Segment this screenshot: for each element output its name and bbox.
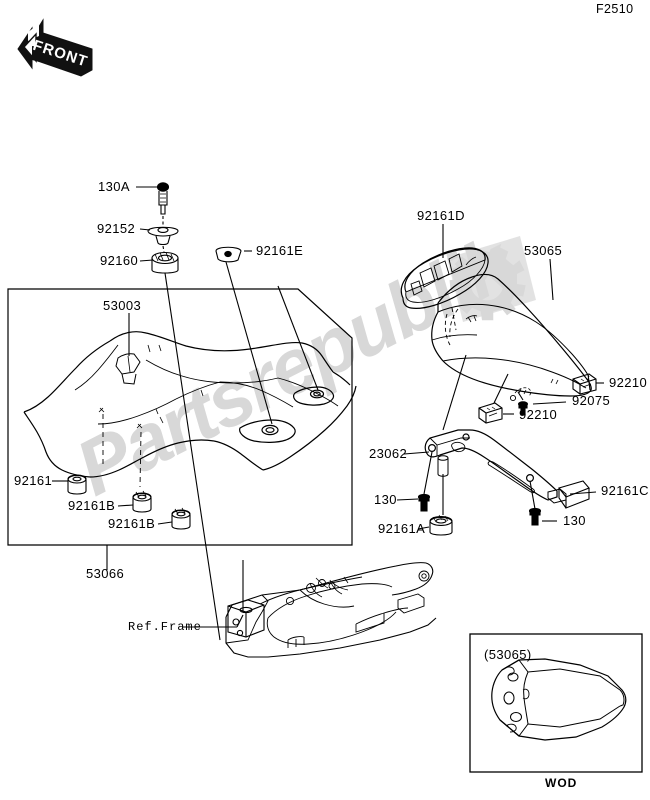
- bracket-23062: [424, 429, 567, 504]
- seat-assembly-group-box: [7, 288, 353, 546]
- callout-92210-1: 92210: [609, 375, 648, 390]
- nut-92210-right: [572, 373, 597, 395]
- inset-seat-cover-underside: [491, 658, 627, 741]
- callout-130A: 130A: [98, 179, 130, 194]
- bolt-130-left: [417, 493, 431, 512]
- rider-seat-53003: [23, 331, 357, 488]
- damper-92161B-1: [132, 490, 152, 513]
- bolt-130A: [156, 182, 170, 215]
- ref-frame-label: Ref.Frame: [128, 620, 202, 634]
- callout-92161B-2: 92161B: [108, 516, 156, 531]
- callout-53065: 53065: [524, 243, 563, 258]
- callout-92161B-1: 92161B: [68, 498, 116, 513]
- callout-92160: 92160: [100, 253, 139, 268]
- callout-92152: 92152: [97, 221, 136, 236]
- bolt-130-right: [528, 507, 542, 526]
- callout-130-2: 130: [563, 513, 586, 528]
- sheet-code: F2510: [596, 2, 634, 16]
- damper-92161B-2: [171, 507, 191, 530]
- callout-92161C: 92161C: [601, 483, 649, 498]
- damper-92161: [67, 474, 87, 495]
- callout-92161A: 92161A: [378, 521, 426, 536]
- washer-92152: [147, 216, 179, 246]
- leader-lines: [52, 186, 604, 641]
- ref-frame-drawing: [225, 562, 437, 658]
- callout-53066: 53066: [86, 566, 125, 581]
- callout-92075: 92075: [572, 393, 611, 408]
- pad-92161C: [558, 480, 590, 509]
- inset-note: WOD: [545, 776, 578, 790]
- callout-130-1: 130: [374, 492, 397, 507]
- callout-23062: 23062: [369, 446, 408, 461]
- callout-92161E: 92161E: [256, 243, 304, 258]
- nut-92210-left: [478, 402, 503, 424]
- callout-92161: 92161: [14, 473, 53, 488]
- callout-92161D: 92161D: [417, 208, 465, 223]
- callout-92210-2: 92210: [519, 407, 558, 422]
- damper-92161A: [429, 514, 453, 536]
- seat-cover-53065: [431, 273, 592, 402]
- seat-pad-92161D: [400, 247, 489, 309]
- screw-92075: [517, 401, 529, 416]
- grommet-92161E: [215, 246, 242, 263]
- inset-box: [469, 633, 643, 773]
- callout-53003: 53003: [103, 298, 142, 313]
- front-direction-marker: FRONT: [17, 18, 93, 77]
- damper-92160: [151, 245, 179, 274]
- inset-part-code: (53065): [484, 647, 532, 662]
